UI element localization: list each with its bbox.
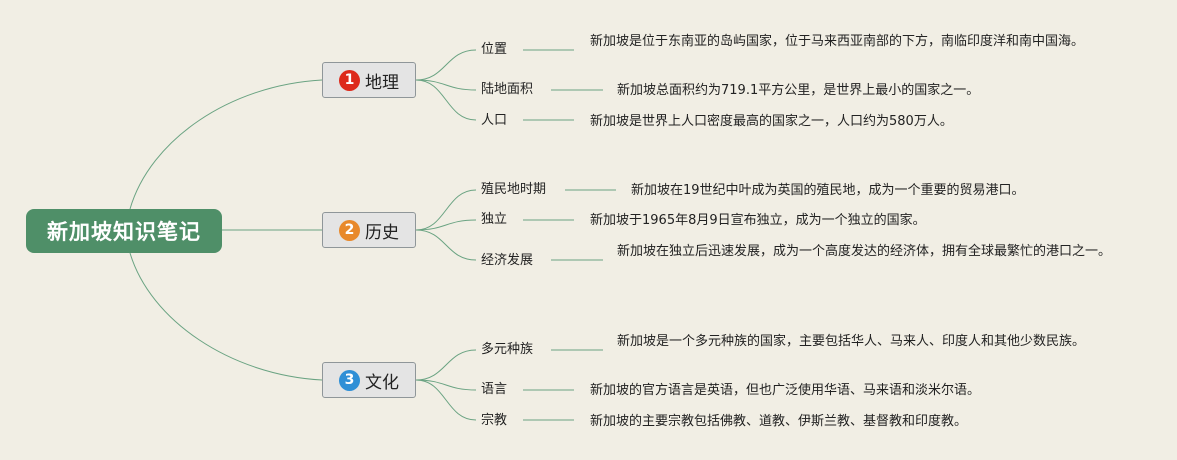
branch-2-topic-1-line <box>415 189 477 231</box>
branch-node-history[interactable]: 2 历史 <box>322 212 416 248</box>
topic-religion[interactable]: 宗教 <box>481 413 508 428</box>
note-colonial-period: 新加坡在19世纪中叶成为英国的殖民地，成为一个重要的贸易港口。 <box>631 183 1025 198</box>
branch-1-topic-2-line <box>415 79 477 91</box>
branch-label: 地理 <box>365 72 399 93</box>
root-node-label: 新加坡知识笔记 <box>47 220 201 244</box>
topic-location[interactable]: 位置 <box>481 42 508 57</box>
branch-3-topic-1-line <box>415 349 477 381</box>
root-node[interactable]: 新加坡知识笔记 <box>26 209 222 253</box>
root-to-culture-line <box>129 252 323 381</box>
branch-3-topic-2-line <box>415 379 477 391</box>
note-independence: 新加坡于1965年8月9日宣布独立，成为一个独立的国家。 <box>590 213 926 228</box>
branch-node-geography[interactable]: 1 地理 <box>322 62 416 98</box>
topic-language[interactable]: 语言 <box>481 382 508 397</box>
note-religion: 新加坡的主要宗教包括佛教、道教、伊斯兰教、基督教和印度教。 <box>590 414 968 429</box>
branch-label: 历史 <box>365 222 399 243</box>
note-multiracial: 新加坡是一个多元种族的国家，主要包括华人、马来人、印度人和其他少数民族。 <box>617 334 1086 349</box>
branch-node-culture[interactable]: 3 文化 <box>322 362 416 398</box>
topic-land-area[interactable]: 陆地面积 <box>481 82 534 97</box>
branch-1-topic-3-line <box>415 79 477 121</box>
priority-1-icon: 1 <box>339 69 360 91</box>
topic-colonial-period[interactable]: 殖民地时期 <box>481 182 547 197</box>
note-population: 新加坡是世界上人口密度最高的国家之一，人口约为580万人。 <box>590 114 953 129</box>
topic-population[interactable]: 人口 <box>481 113 508 128</box>
topic-independence[interactable]: 独立 <box>481 212 508 227</box>
branch-2-topic-3-line <box>415 229 477 261</box>
priority-3-icon: 3 <box>339 369 360 391</box>
topic-multiracial[interactable]: 多元种族 <box>481 342 534 357</box>
topic-economic-development[interactable]: 经济发展 <box>481 253 534 268</box>
branch-label: 文化 <box>365 372 399 393</box>
note-language: 新加坡的官方语言是英语，但也广泛使用华语、马来语和淡米尔语。 <box>590 383 981 398</box>
note-location: 新加坡是位于东南亚的岛屿国家，位于马来西亚南部的下方，南临印度洋和南中国海。 <box>590 34 1085 49</box>
note-economic-development: 新加坡在独立后迅速发展，成为一个高度发达的经济体，拥有全球最繁忙的港口之一。 <box>617 244 1112 259</box>
root-to-geography-line <box>129 79 323 210</box>
branch-2-topic-2-line <box>415 219 477 231</box>
branch-1-topic-1-line <box>415 49 477 81</box>
priority-2-icon: 2 <box>339 219 360 241</box>
branch-3-topic-3-line <box>415 379 477 421</box>
note-land-area: 新加坡总面积约为719.1平方公里，是世界上最小的国家之一。 <box>617 83 980 98</box>
